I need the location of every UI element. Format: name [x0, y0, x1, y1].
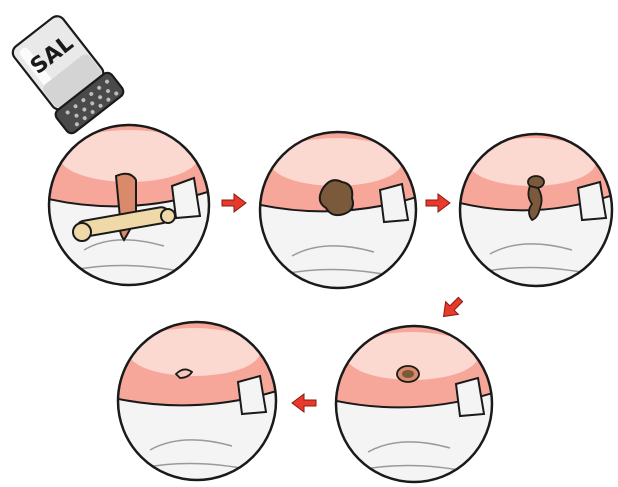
stage-2-panel [256, 128, 420, 292]
stage-1-panel [44, 120, 214, 290]
arrow-right-icon [220, 192, 248, 214]
stage-5-panel [114, 318, 280, 484]
stage-3-panel [456, 128, 616, 292]
stage-4-panel [332, 322, 496, 486]
arrow-left-icon [290, 392, 318, 414]
arrow-right-icon [424, 192, 452, 214]
arrow-down-left-icon [438, 294, 466, 322]
